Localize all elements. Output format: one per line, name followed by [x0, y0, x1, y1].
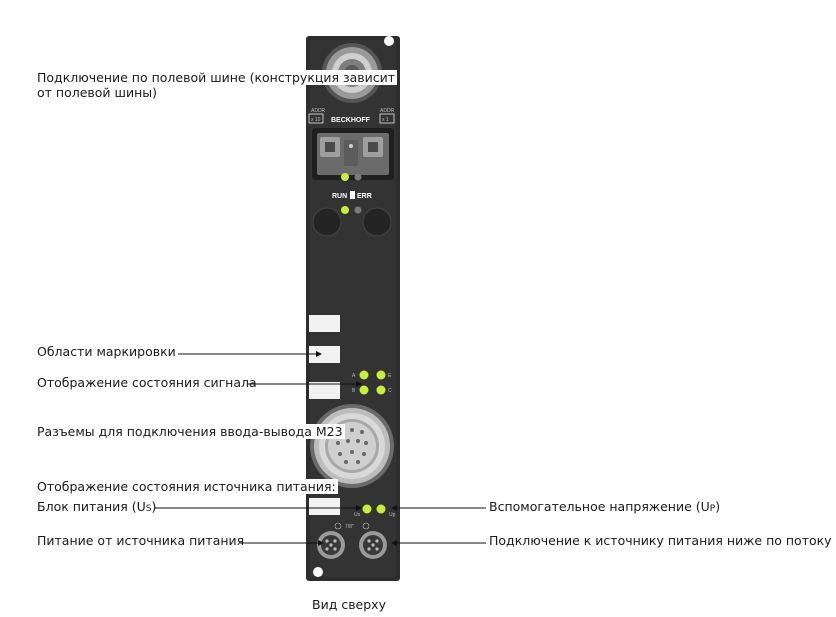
label-aux-voltage: Вспомогательное напряжение (UP): [489, 499, 721, 514]
label-power-us: Блок питания (US): [37, 499, 157, 514]
addr-right-value: x 1: [382, 117, 389, 123]
label-power-feed: Питание от источника питания: [37, 533, 245, 548]
marking-field-1: [309, 315, 340, 332]
led-label-us: Us: [354, 512, 361, 518]
led-fieldbus-1: [341, 173, 349, 181]
led-err: [354, 206, 362, 214]
label-io-connectors: Разъемы для подключения ввода-вывода M23: [37, 424, 345, 439]
screw-plug-right: [362, 207, 392, 237]
led-label-b: B: [352, 388, 356, 394]
led-us: [362, 504, 372, 514]
brand-logo: BECKHOFF: [331, 117, 371, 124]
led-signal-e: [376, 370, 386, 380]
m23-connector-icon: [310, 404, 394, 488]
marking-field-3: [309, 382, 340, 399]
led-label-up: Up: [389, 512, 396, 518]
marking-field-power: [309, 498, 340, 515]
led-signal-b: [359, 385, 369, 395]
power-in-connector-icon: [317, 531, 345, 559]
run-label: RUN: [332, 193, 347, 200]
led-run: [341, 206, 349, 214]
addr-left-value: x 10: [311, 117, 321, 123]
power-out-connector-icon: [359, 531, 387, 559]
led-label-c: C: [388, 388, 392, 394]
mounting-hole-top: [384, 36, 394, 46]
led-signal-c: [376, 385, 386, 395]
addr-right-label: ADDR: [380, 108, 395, 114]
label-marking: Области маркировки: [37, 344, 176, 359]
addr-left-label: ADDR: [311, 108, 326, 114]
led-label-e: E: [388, 373, 392, 379]
err-label: ERR: [357, 193, 372, 200]
led-label-a: A: [352, 373, 356, 379]
led-signal-a: [359, 370, 369, 380]
label-signal: Отображение состояния сигнала: [37, 375, 257, 390]
label-fieldbus: Подключение по полевой шине (конструкция…: [37, 70, 398, 85]
label-power-status: Отображение состояния источника питания:: [37, 479, 338, 494]
screw-plug-left: [312, 207, 342, 237]
led-fieldbus-2: [354, 173, 362, 181]
marking-field-2: [309, 346, 340, 363]
mounting-hole-bottom: [313, 567, 323, 577]
led-up: [376, 504, 386, 514]
label-fieldbus-2: от полевой шины): [37, 85, 159, 100]
address-switch-window: [312, 128, 394, 180]
caption-top-view: Вид сверху: [312, 597, 386, 612]
seven-eighths-label: 7/8": [345, 524, 354, 530]
label-power-downstream: Подключение к источнику питания ниже по …: [489, 533, 832, 548]
